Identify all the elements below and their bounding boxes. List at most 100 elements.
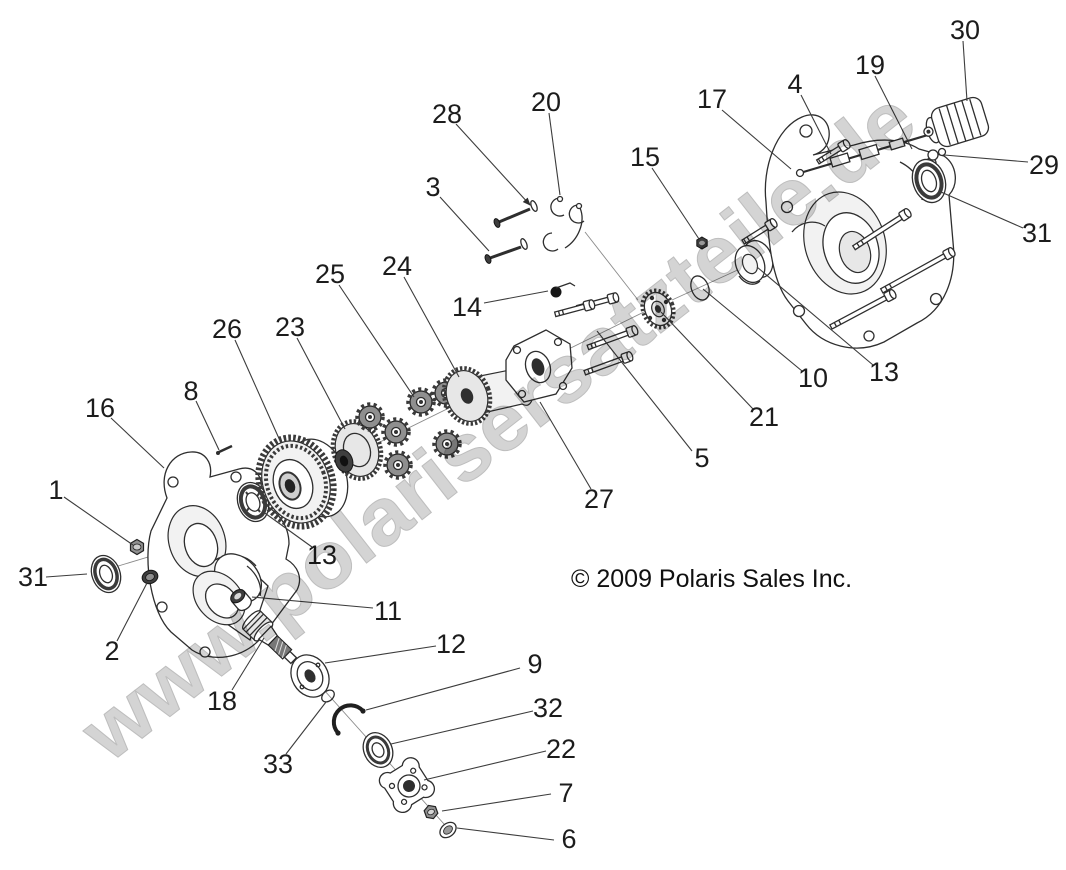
part-nut-1: [129, 538, 145, 556]
part-nut-15: [696, 236, 708, 250]
leader-line: [441, 793, 552, 812]
callout-label: 10: [798, 363, 828, 393]
callout-label: 20: [531, 87, 561, 117]
part-pinion-gear: [381, 417, 411, 447]
part-pinion-gear: [355, 402, 385, 432]
leader-line: [365, 667, 521, 711]
callout-label: 27: [584, 484, 614, 514]
part-bolt: [741, 217, 778, 245]
part-washer-12: [290, 654, 330, 698]
callout-label: 6: [561, 824, 576, 854]
part-cap-30: [923, 96, 990, 148]
part-fitting-29: [927, 147, 947, 161]
callout-label: 8: [183, 376, 198, 406]
part-cap-6: [439, 821, 457, 839]
leader-line: [285, 701, 327, 755]
part-shift-fork-20: [542, 195, 585, 252]
callout-label: 9: [527, 649, 542, 679]
callout-label: 22: [546, 734, 576, 764]
leader-line: [874, 75, 913, 150]
leader-line: [234, 339, 282, 444]
leader-line: [702, 288, 803, 372]
callout-label: 26: [212, 314, 242, 344]
leader-line: [110, 417, 165, 469]
callout-label: 31: [1022, 218, 1052, 248]
leader-line: [651, 167, 700, 240]
callout-label: 19: [855, 50, 885, 80]
part-oring-33: [321, 689, 335, 703]
part-snap-ring-9: [331, 703, 366, 736]
leader-line: [439, 196, 490, 252]
callout-label: 30: [950, 15, 980, 45]
leader-line: [962, 40, 968, 102]
callout-label: 17: [697, 84, 727, 114]
callout-label: 23: [275, 312, 305, 342]
callout-label: 7: [558, 778, 573, 808]
leader-line: [195, 400, 220, 451]
part-bolt: [583, 351, 634, 376]
leader-line: [63, 496, 134, 546]
part-oring-10: [690, 275, 710, 301]
leader-line: [721, 109, 792, 170]
callout-label: 29: [1029, 150, 1059, 180]
leader-line: [251, 596, 374, 609]
leader-line: [548, 112, 561, 196]
part-ring-gear-26: [255, 434, 337, 530]
leader-line: [338, 284, 415, 398]
part-nut-7: [423, 804, 439, 820]
leader-line: [596, 330, 693, 452]
callout-label: 1: [48, 475, 63, 505]
callout-label: 21: [749, 402, 779, 432]
part-pin-8: [216, 444, 233, 455]
part-seal-31-right: [911, 158, 947, 204]
leader-line: [261, 510, 313, 548]
part-bolt: [879, 246, 956, 294]
leader-line: [455, 123, 531, 206]
leader-line: [539, 401, 592, 490]
leader-line: [456, 827, 555, 841]
leader-line: [296, 337, 346, 430]
callout-label: 4: [787, 69, 802, 99]
callout-label: 25: [315, 259, 345, 289]
leader-line: [943, 154, 1029, 163]
part-right-housing: [764, 114, 956, 349]
leader-line: [45, 573, 88, 578]
leader-line: [390, 710, 534, 745]
callout-label: 13: [307, 540, 337, 570]
part-seal-31-left: [90, 554, 122, 594]
part-bearing-13-right: [734, 239, 774, 285]
part-bolt: [553, 299, 596, 318]
part-left-housing: [147, 451, 301, 659]
part-bolt: [586, 325, 639, 351]
leader-line: [660, 311, 754, 410]
callout-label: 18: [207, 686, 237, 716]
part-pinion-gear: [432, 429, 462, 459]
part-bolt: [815, 138, 851, 165]
part-bolt: [829, 289, 897, 330]
part-bearing-carrier-27: [505, 329, 573, 403]
leader-line: [116, 582, 148, 642]
leader-line: [940, 191, 1024, 229]
part-pinion-gear: [383, 450, 413, 480]
callout-label: 3: [425, 172, 440, 202]
callout-label: 5: [694, 443, 709, 473]
callout-label: 32: [533, 693, 563, 723]
leader-line: [231, 637, 265, 691]
leader-line: [483, 290, 549, 304]
callout-label: 11: [374, 596, 402, 626]
leader-line: [403, 276, 460, 378]
part-gear-23: [330, 419, 384, 481]
callout-label: 2: [104, 636, 119, 666]
part-disc-32: [362, 731, 394, 769]
callout-label: 13: [869, 357, 899, 387]
part-shift-rod-19: [795, 127, 949, 178]
callout-label: 14: [452, 292, 482, 322]
leader-line: [756, 266, 874, 366]
leader-line: [423, 750, 547, 781]
callout-label: 16: [85, 393, 115, 423]
callout-label: 24: [382, 251, 412, 281]
part-detent-pin-14: [550, 282, 576, 298]
part-plug-2: [141, 569, 159, 585]
callout-label: 15: [630, 142, 660, 172]
